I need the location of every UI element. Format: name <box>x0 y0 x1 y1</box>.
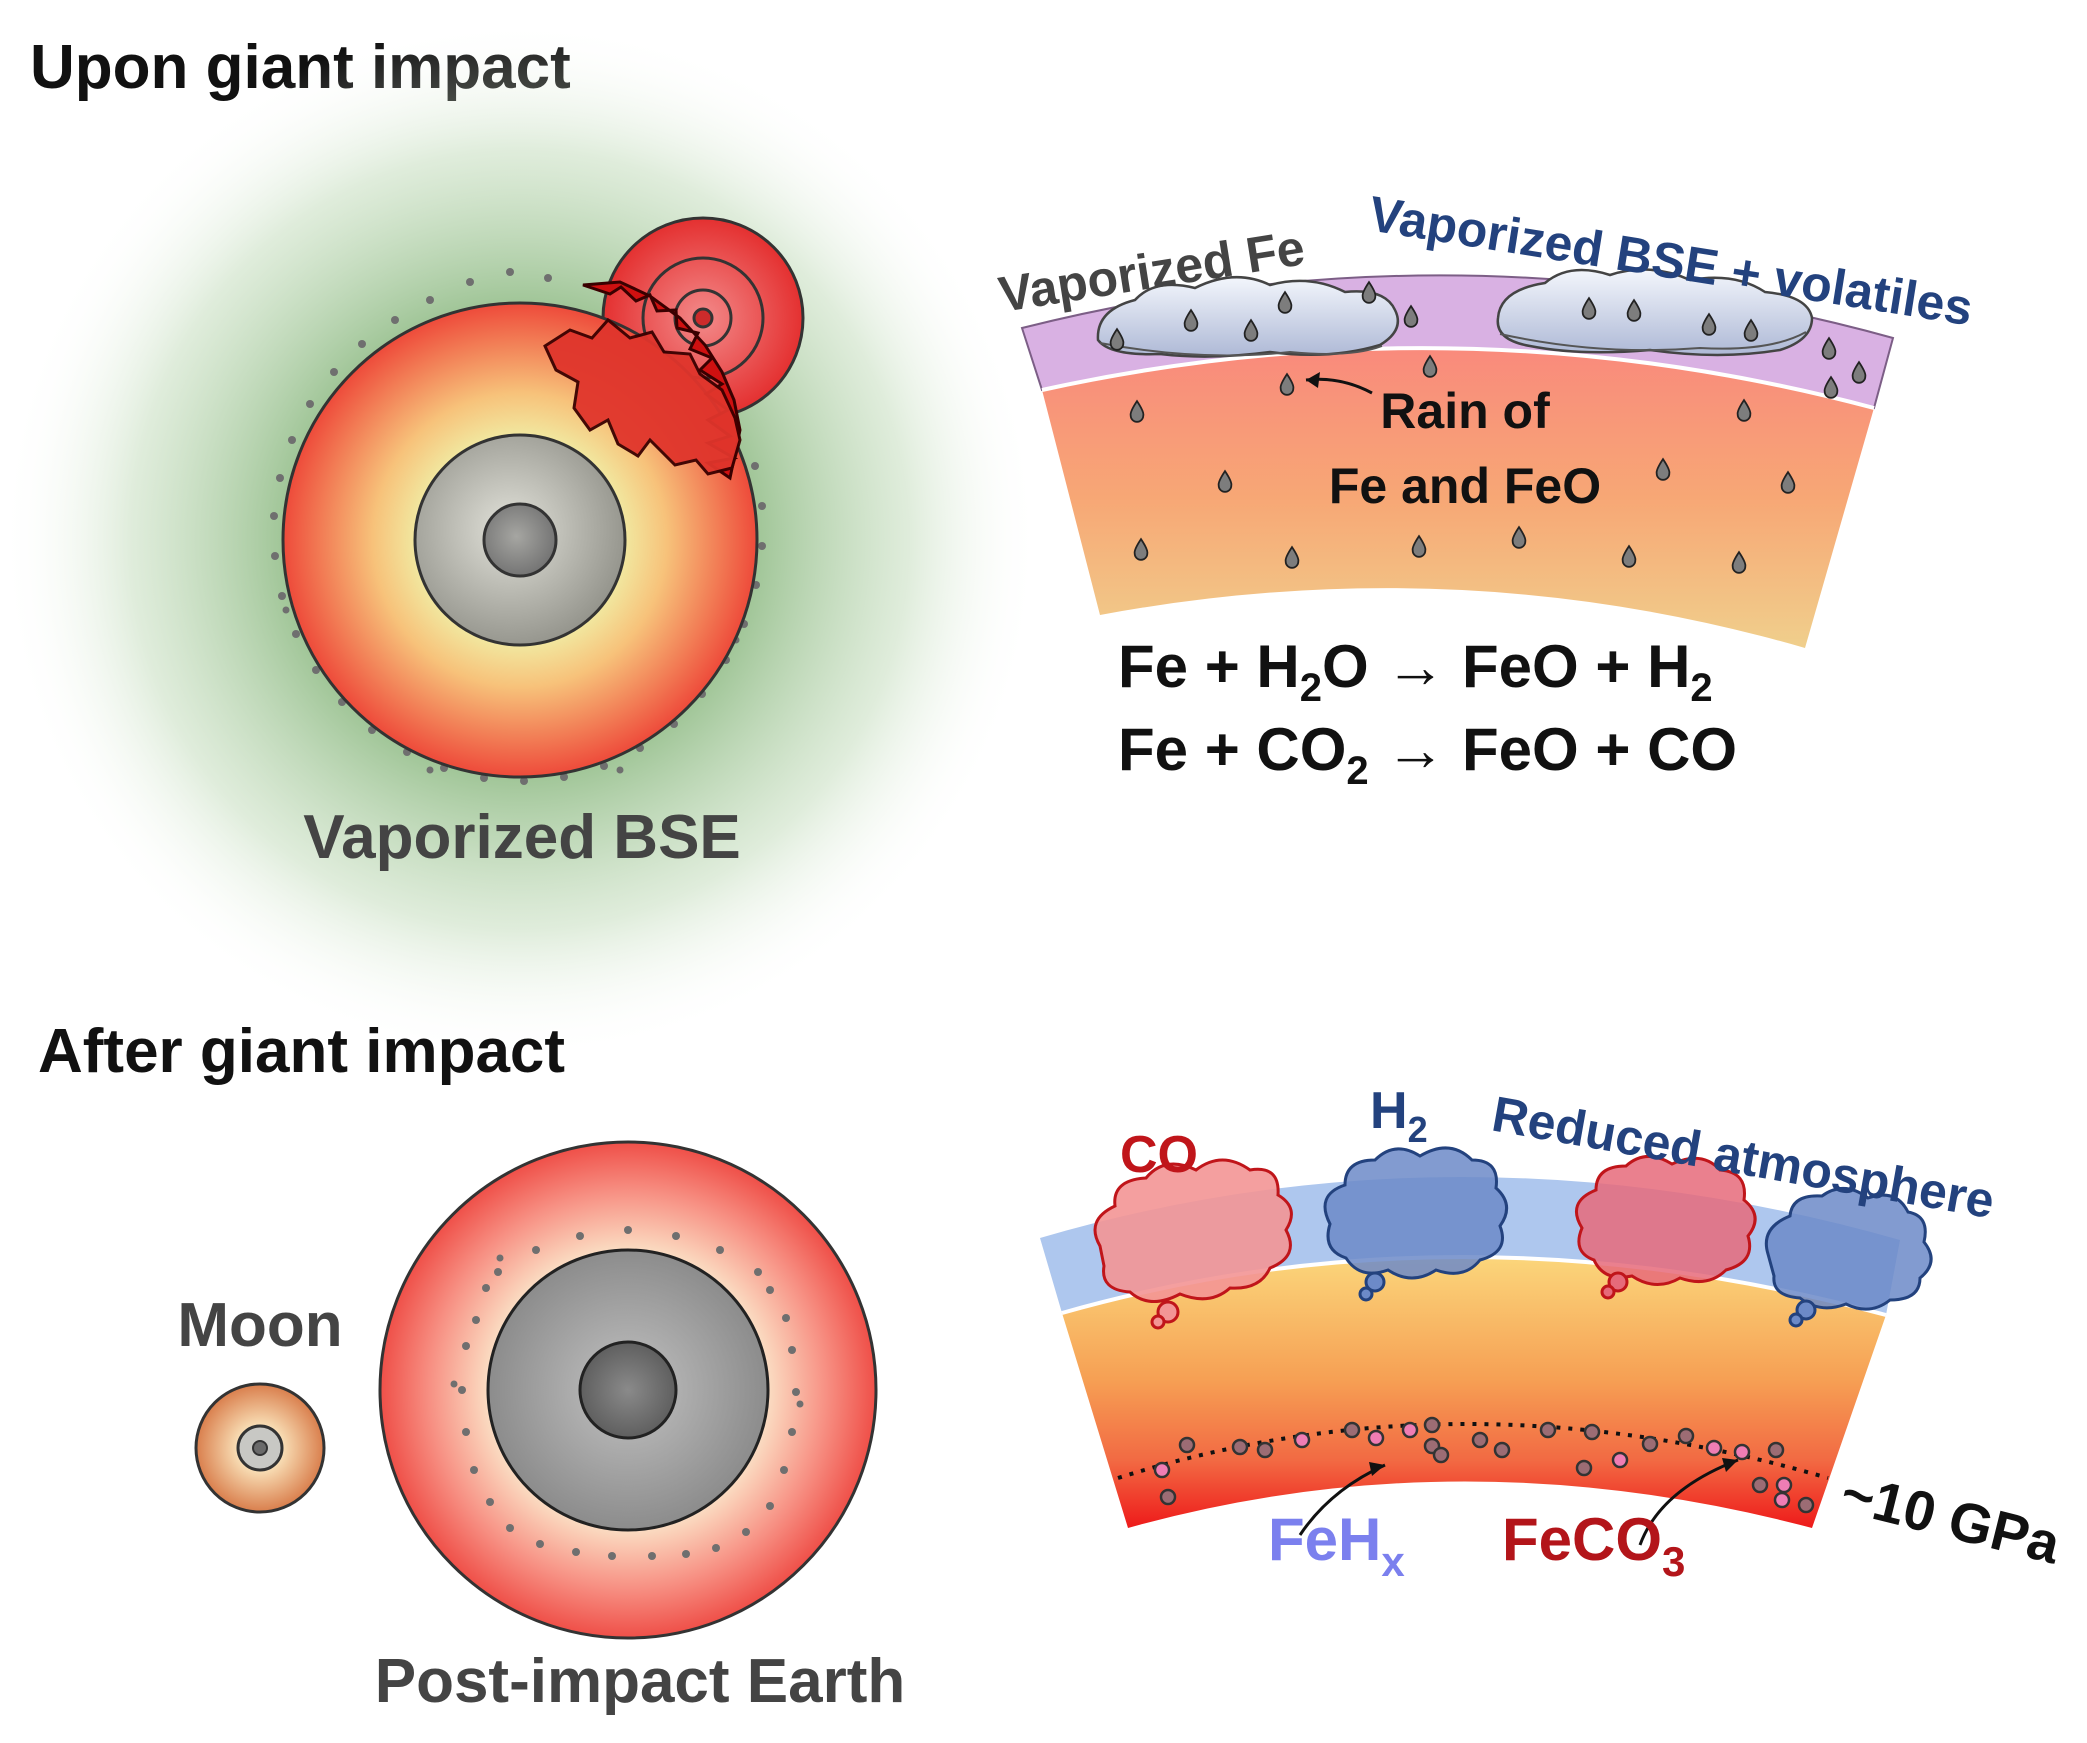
iron-particles <box>1153 1416 1815 1514</box>
vaporized-bse-label: Vaporized BSE <box>303 803 741 872</box>
vapor-dots-bottom <box>450 1226 804 1560</box>
rain-label-line2: Fe and FeO <box>1329 458 1601 514</box>
cloud-icon <box>1093 1158 1293 1330</box>
feh-label: FeHx <box>1268 1506 1405 1585</box>
cloud-icon <box>1496 268 1814 357</box>
rain-label-line1: Rain of <box>1380 383 1550 439</box>
cloud-icon <box>1574 1155 1757 1300</box>
inner-core-bottom <box>578 1340 678 1440</box>
impact-splash <box>543 317 742 476</box>
feco3-label: FeCO3 <box>1502 1506 1685 1585</box>
arrow-icon <box>1638 1458 1739 1546</box>
pressure-label: ~10 GPa <box>1835 1461 2067 1576</box>
cloud-icon <box>1764 1187 1933 1328</box>
magma-layer-top <box>1042 348 1874 648</box>
magma-layer-bottom <box>1062 1256 1886 1528</box>
inner-core-top <box>482 502 558 578</box>
panel-title-after: After giant impact <box>38 1017 565 1086</box>
cloud-icon <box>1323 1146 1508 1302</box>
co-label: CO <box>1120 1126 1198 1184</box>
equation-1: Fe + H2O → FeO + H2 <box>1118 633 1713 710</box>
h2-label: H2 <box>1370 1082 1428 1150</box>
moon-label: Moon <box>177 1291 342 1360</box>
pressure-line <box>1117 1422 1829 1480</box>
post-impact-earth-label: Post-impact Earth <box>375 1647 906 1716</box>
equation-2: Fe + CO2 → FeO + CO <box>1118 716 1737 793</box>
cloud-icon <box>1096 275 1400 358</box>
